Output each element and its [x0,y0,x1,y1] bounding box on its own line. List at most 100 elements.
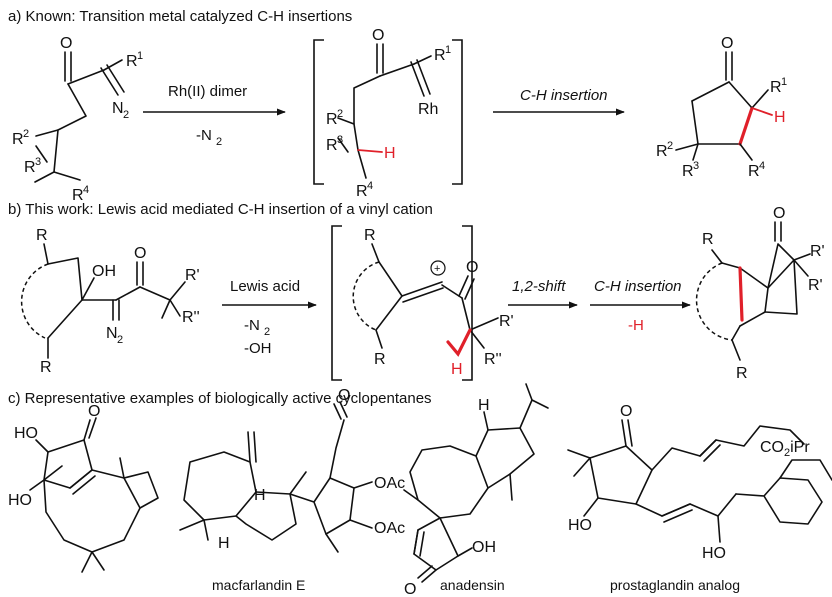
atom-r-top: R [364,227,376,244]
atom-oxygen: O [134,245,146,262]
atom-oxygen: O [338,387,350,404]
atom-n2: N [106,325,118,342]
atom-r4: R [748,163,760,180]
atom-hydrogen-red: H [451,361,463,378]
molecule-b2-vinyl-cation: + R O R' R'' H R [352,227,514,378]
caption-prostaglandin-analog: prostaglandin analog [610,577,740,593]
atom-hydrogen-top: H [254,487,266,504]
atom-r3-index: 3 [693,160,699,172]
atom-oxygen: O [88,403,100,420]
molecule-c1-hydroxy-cyclopentenone: HO O HO [8,403,159,573]
atom-oxygen: O [773,205,785,222]
atom-r1-index: 1 [137,50,143,62]
atom-r2: R [12,131,24,148]
atom-r1: R [126,53,138,70]
atom-r2-index: 2 [667,140,673,152]
arrow-shift: 1,2-shift [508,278,578,309]
atom-ester: CO2iPr [760,439,810,459]
atom-r-double-prime: R'' [182,309,200,326]
atom-oxygen: O [372,27,384,44]
generic-ring-dashed [695,262,733,341]
generic-ring-dashed [20,263,49,339]
atom-r4: R [356,183,368,200]
byproduct-oh: -OH [244,340,272,357]
step-ch-insertion-a: C-H insertion [520,87,608,104]
generic-ring-dashed [352,261,380,331]
reagent-lewis-acid: Lewis acid [230,278,300,295]
atom-r-bottom: R [374,351,386,368]
atom-oxygen: O [60,35,72,52]
atom-hydrogen-red: H [384,145,396,162]
arrow-ch-insertion-a: C-H insertion [493,87,625,116]
atom-r2-index: 2 [337,108,343,120]
atom-r4: R [72,187,84,204]
atom-r3-index: 3 [337,134,343,146]
atom-r-top: R [36,227,48,244]
molecule-c4-prostaglandin-analog: O HO HO CO2iPr prostaglandin analog [567,403,832,593]
byproduct-n2-b: -N [244,317,260,334]
molecule-a3-cyclopentanone: O R 1 H R 2 R 3 R 4 [656,35,787,180]
molecule-a2-rhodium-carbene: O R 1 Rh R 2 R 3 H R 4 [326,27,451,200]
atom-hydrogen: H [478,397,490,414]
step-loss-h: -H [628,317,644,334]
byproduct-n2-a: -N [196,127,212,144]
caption-macfarlandin-e: macfarlandin E [212,577,305,593]
atom-oxygen: O [620,403,632,420]
atom-hydroxyl-ring: HO [568,517,592,534]
molecule-c2-macfarlandin-e: O OAc OAc H H macfarlandin E [179,387,405,593]
atom-hydroxyl-bottom: HO [8,492,32,509]
atom-r-top: R [702,231,714,248]
atom-r-double-prime: R'' [484,351,502,368]
atom-hydroxyl-chain: HO [702,545,726,562]
atom-hydrogen-red: H [774,109,786,126]
atom-r3: R [682,163,694,180]
molecule-b1-diazo-substrate: R OH O R' R'' N 2 R [20,227,200,376]
atom-r-prime: R' [499,313,514,330]
byproduct-n2-a-index: 2 [216,136,222,148]
atom-r-bottom: R [40,359,52,376]
reagent-rh-dimer: Rh(II) dimer [168,83,247,100]
atom-r4-index: 4 [759,160,765,172]
atom-r-prime-2: R' [808,277,823,294]
atom-hydroxyl-top: HO [14,425,38,442]
cation-charge-symbol-text: + [434,263,440,275]
atom-acetate-bottom: OAc [374,520,405,537]
atom-r1: R [434,47,446,64]
cation-charge-symbol [430,260,446,276]
caption-anadensin: anadensin [440,577,505,593]
molecule-a1-diazo-ketone: O R 1 N 2 R 2 R 3 R 4 [12,35,143,204]
atom-r2: R [656,143,668,160]
byproduct-n2-b-index: 2 [264,326,270,338]
atom-oxygen: O [721,35,733,52]
atom-r-prime: R' [185,267,200,284]
atom-r2-index: 2 [23,128,29,140]
atom-hydroxyl: OH [472,539,496,556]
atom-r-bottom: R [736,365,748,382]
section-b-header: b) This work: Lewis acid mediated C-H in… [8,201,433,218]
atom-n2-index: 2 [117,334,123,346]
atom-r1: R [770,79,782,96]
atom-oxygen: O [404,581,416,597]
molecule-b3-cyclopentenone: R O R' R' R [695,205,825,382]
atom-rhodium: Rh [418,101,438,118]
atom-r3: R [326,137,338,154]
atom-r4-index: 4 [83,184,89,196]
atom-hydroxyl: OH [92,263,116,280]
atom-n2-index: 2 [123,109,129,121]
atom-oxygen: O [466,259,478,276]
bracket-left-b [331,225,342,381]
atom-acetate-top: OAc [374,475,405,492]
bracket-right-b [462,225,473,381]
atom-n2: N [112,100,124,117]
section-a-header: a) Known: Transition metal catalyzed C-H… [8,8,352,25]
molecule-c3-anadensin: H OH O anadensin [403,383,549,597]
section-c-header: c) Representative examples of biological… [8,390,432,407]
arrow-ch-insertion-b: C-H insertion -H [590,278,691,334]
step-ch-insertion-b: C-H insertion [594,278,682,295]
atom-r1-index: 1 [781,76,787,88]
bracket-left-a [313,39,324,185]
arrow-rh-dimer: Rh(II) dimer -N 2 [143,83,286,148]
atom-r-prime-1: R' [810,243,825,260]
atom-r2: R [326,111,338,128]
